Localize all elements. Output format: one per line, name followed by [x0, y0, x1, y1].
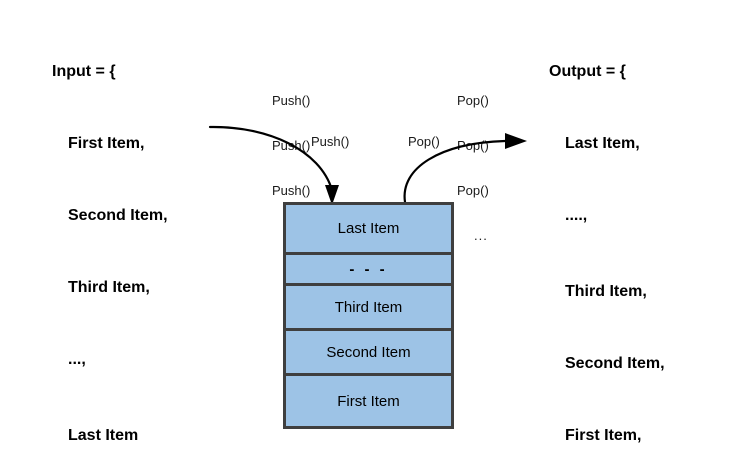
stack-container: Last Item - - - Third Item Second Item F…	[283, 202, 454, 429]
input-item-last: Last Item	[68, 427, 139, 444]
input-item-2: Second Item,	[68, 207, 168, 224]
output-header: Output = {	[549, 63, 626, 80]
pop-ellipsis-label: ...	[474, 228, 488, 243]
output-item-3: Third Item,	[565, 283, 647, 300]
output-item-1: Last Item,	[565, 135, 640, 152]
output-item-5: First Item,	[565, 427, 642, 444]
push-label-3: Push()	[272, 183, 311, 198]
stack-cell-top: Last Item	[286, 205, 451, 255]
input-item-3: Third Item,	[68, 279, 150, 296]
pop-arrow-label: Pop()	[408, 134, 440, 149]
stack-cell-second: Second Item	[286, 331, 451, 376]
output-ellipsis: ....,	[565, 207, 588, 224]
output-text-block: Output = { Last Item, ...., Third Item, …	[549, 12, 665, 450]
input-item-1: First Item,	[68, 135, 145, 152]
push-arrow-label: Push()	[311, 134, 350, 149]
pop-label-1: Pop()	[457, 93, 489, 108]
pop-operation-list: Pop() Pop() Pop() ...	[457, 63, 489, 273]
input-ellipsis: ...,	[68, 351, 86, 368]
push-label-2: Push()	[272, 138, 311, 153]
stack-cell-third: Third Item	[286, 286, 451, 331]
stack-cell-gap: - - -	[286, 255, 451, 286]
pop-label-3: Pop()	[457, 183, 489, 198]
pop-label-2: Pop()	[457, 138, 489, 153]
input-text-block: Input = { First Item, Second Item, Third…	[52, 12, 168, 450]
stack-cell-first: First Item	[286, 376, 451, 426]
push-label-1: Push()	[272, 93, 311, 108]
input-header: Input = {	[52, 63, 116, 80]
output-item-4: Second Item,	[565, 355, 665, 372]
